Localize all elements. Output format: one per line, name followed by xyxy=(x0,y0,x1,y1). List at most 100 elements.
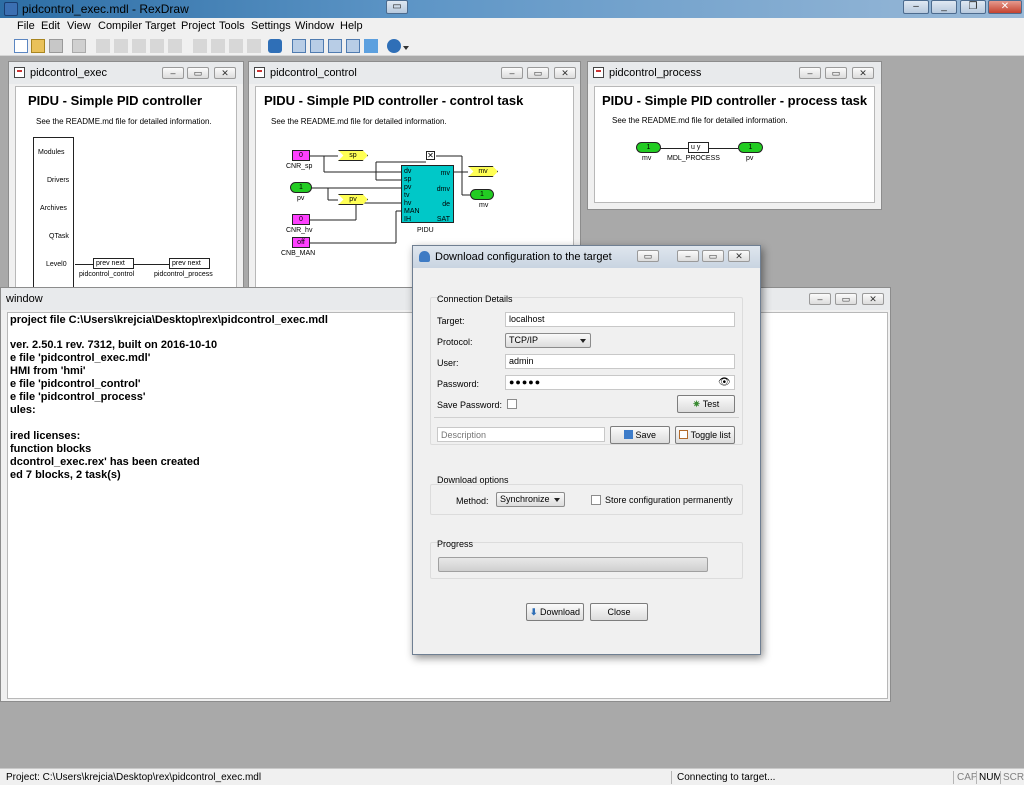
output-pv[interactable]: 1 xyxy=(738,142,763,153)
method-select[interactable]: Synchronize xyxy=(496,492,565,507)
const-cnb-man-label: CNB_MAN xyxy=(281,250,316,257)
process-task-block[interactable]: prev next xyxy=(169,258,210,269)
minimize-button[interactable]: – xyxy=(799,67,821,79)
window-process-title: pidcontrol_process xyxy=(609,67,702,79)
test-button-label: Test xyxy=(702,399,720,409)
minimize-button[interactable]: – xyxy=(809,293,831,305)
info-icon[interactable] xyxy=(387,39,401,53)
protocol-select[interactable]: TCP/IP xyxy=(505,333,591,348)
exec-port-drivers: Drivers xyxy=(47,177,70,184)
save-icon[interactable] xyxy=(49,39,63,53)
mdl-process-label: MDL_PROCESS xyxy=(667,155,720,162)
window-process-titlebar[interactable]: pidcontrol_process – ▭ ✕ xyxy=(588,62,881,84)
menu-settings[interactable]: Settings xyxy=(251,20,291,32)
const-cnr-hv[interactable]: 0 xyxy=(292,214,310,225)
test-button[interactable]: ✷ Test xyxy=(677,395,735,413)
maximize-button[interactable]: ▭ xyxy=(825,67,847,79)
redo-icon[interactable] xyxy=(168,39,182,53)
store-permanently-checkbox[interactable] xyxy=(591,495,601,505)
menu-compiler[interactable]: Compiler xyxy=(98,20,143,32)
control-task-ports: prev next xyxy=(96,260,125,267)
control-task-block[interactable]: prev next xyxy=(93,258,134,269)
password-input[interactable]: ●●●●● xyxy=(505,375,735,390)
window-exec: pidcontrol_exec – ▭ ✕ PIDU - Simple PID … xyxy=(8,61,244,291)
minimize-button[interactable]: – xyxy=(162,67,184,79)
window-exec-titlebar[interactable]: pidcontrol_exec – ▭ ✕ xyxy=(9,62,243,84)
window-control-titlebar[interactable]: pidcontrol_control – ▭ ✕ xyxy=(249,62,580,84)
app-icon xyxy=(4,2,18,16)
minimize-button[interactable]: – xyxy=(903,0,929,14)
zoom-fit-icon[interactable] xyxy=(229,39,243,53)
maximize-button[interactable]: ▭ xyxy=(527,67,549,79)
connection-group xyxy=(430,297,743,445)
zoom-in-icon[interactable] xyxy=(193,39,207,53)
toggle-list-button[interactable]: Toggle list xyxy=(675,426,735,444)
close-button[interactable]: ✕ xyxy=(728,250,750,262)
download-target-icon[interactable] xyxy=(292,39,306,53)
input-pv[interactable]: 1 xyxy=(290,182,312,193)
eye-icon[interactable]: 👁 xyxy=(718,377,731,388)
dialog-title: Download configuration to the target xyxy=(435,251,612,263)
copy-icon[interactable] xyxy=(114,39,128,53)
restore-button[interactable]: ❐ xyxy=(960,0,986,14)
restore-icon[interactable]: ▭ xyxy=(386,0,408,14)
menu-tools[interactable]: Tools xyxy=(219,20,245,32)
zoom-out-icon[interactable] xyxy=(211,39,225,53)
diagnostics-icon[interactable] xyxy=(346,39,360,53)
cut-icon[interactable] xyxy=(96,39,110,53)
menu-view[interactable]: View xyxy=(67,20,91,32)
close-button[interactable]: ✕ xyxy=(862,293,884,305)
close-dialog-button[interactable]: Close xyxy=(590,603,648,621)
status-separator xyxy=(976,771,977,784)
new-file-icon[interactable] xyxy=(14,39,28,53)
paste-icon[interactable] xyxy=(132,39,146,53)
maximize-button[interactable]: ▭ xyxy=(702,250,724,262)
diagram-canvas[interactable]: PIDU - Simple PID controller See the REA… xyxy=(15,86,237,290)
menu-help[interactable]: Help xyxy=(340,20,363,32)
save-button[interactable]: Save xyxy=(610,426,670,444)
progress-bar xyxy=(438,557,708,572)
open-folder-icon[interactable] xyxy=(31,39,45,53)
description-input[interactable] xyxy=(437,427,605,442)
protocol-label: Protocol: xyxy=(437,337,473,347)
print-icon[interactable] xyxy=(72,39,86,53)
save-password-label: Save Password: xyxy=(437,400,503,410)
diagram-canvas[interactable]: PIDU - Simple PID controller - process t… xyxy=(594,86,875,203)
const-cnr-sp[interactable]: 0 xyxy=(292,150,310,161)
mdl-process-block[interactable]: u y xyxy=(688,142,709,153)
close-button[interactable]: ✕ xyxy=(214,67,236,79)
maximize-button[interactable]: ▭ xyxy=(187,67,209,79)
compile-icon[interactable] xyxy=(268,39,282,53)
watch-icon[interactable] xyxy=(328,39,342,53)
save-password-checkbox[interactable] xyxy=(507,399,517,409)
const-cnr-sp-label: CNR_sp xyxy=(286,163,313,170)
separator xyxy=(434,417,739,418)
restore-icon[interactable]: ▭ xyxy=(637,250,659,262)
menu-target[interactable]: Target xyxy=(145,20,176,32)
input-mv[interactable]: 1 xyxy=(636,142,661,153)
download-button[interactable]: ⬇ Download xyxy=(526,603,584,621)
zoom-area-icon[interactable] xyxy=(247,39,261,53)
menu-file[interactable]: File xyxy=(17,20,35,32)
user-input[interactable]: admin xyxy=(505,354,735,369)
close-button[interactable]: ✕ xyxy=(988,0,1022,14)
undo-icon[interactable] xyxy=(150,39,164,53)
minimize-button-2[interactable]: _ xyxy=(931,0,957,14)
output-mv[interactable]: 1 xyxy=(470,189,494,200)
menu-edit[interactable]: Edit xyxy=(41,20,60,32)
exec-block[interactable] xyxy=(33,137,74,289)
minimize-button[interactable]: – xyxy=(501,67,523,79)
connect-icon[interactable] xyxy=(310,39,324,53)
menu-project[interactable]: Project xyxy=(181,20,216,32)
close-button[interactable]: ✕ xyxy=(852,67,874,79)
const-cnb-man[interactable]: off xyxy=(292,237,310,248)
pidu-block[interactable]: dv sp pv tv hv MAN IH mv dmv de SAT xyxy=(401,165,454,223)
target-input[interactable]: localhost xyxy=(505,312,735,327)
menu-window[interactable]: Window xyxy=(295,20,335,32)
close-button[interactable]: ✕ xyxy=(554,67,576,79)
tools-icon[interactable] xyxy=(364,39,378,53)
dialog-titlebar[interactable]: Download configuration to the target ▭ –… xyxy=(413,246,760,268)
minimize-button[interactable]: – xyxy=(677,250,699,262)
info-dropdown-icon[interactable] xyxy=(403,46,409,50)
maximize-button[interactable]: ▭ xyxy=(835,293,857,305)
